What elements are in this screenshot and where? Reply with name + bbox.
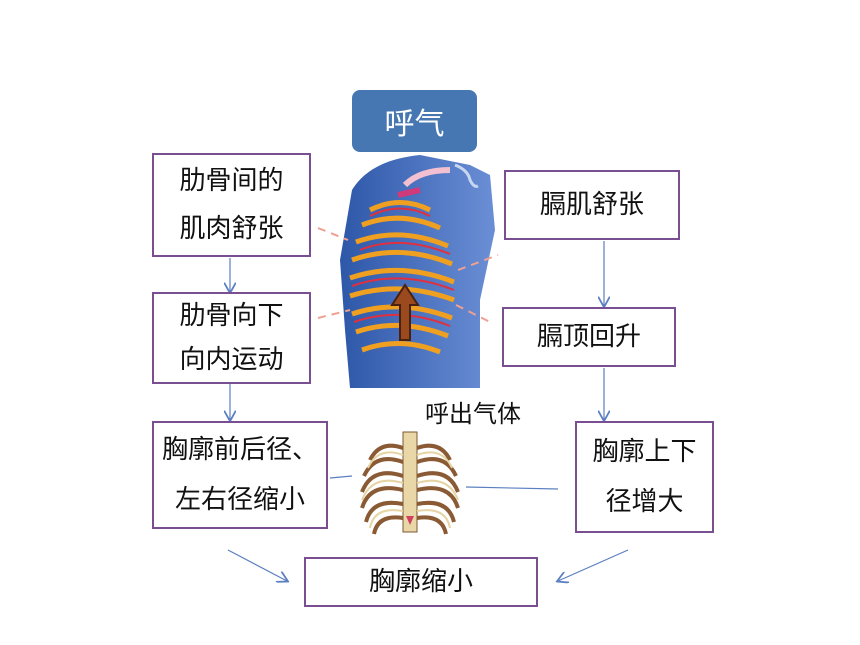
arrow-right-to-result <box>558 549 629 581</box>
box-chest-vertical: 胸廓上下 径增大 <box>575 421 714 533</box>
box-chest-horizontal-shrink: 胸廓前后径、 左右径缩小 <box>152 421 328 529</box>
box-ribs-move: 肋骨向下 向内运动 <box>152 292 311 384</box>
box-line: 肌肉舒张 <box>179 214 284 244</box>
box-line: 膈顶回升 <box>536 322 641 352</box>
arrow-left-to-result <box>227 549 287 581</box>
title-badge: 呼气 <box>352 90 477 152</box>
box-line: 胸廓上下 <box>592 437 697 467</box>
box-line: 肋骨向下 <box>179 301 284 331</box>
exhale-caption: 呼出气体 <box>425 400 521 428</box>
connectors <box>227 241 629 581</box>
box-diaphragm-relax: 膈肌舒张 <box>504 170 680 240</box>
box-diaphragm-rise: 膈顶回升 <box>502 307 676 367</box>
link-right-to-ribcage <box>465 486 559 490</box>
box-line: 胸廓前后径、 <box>161 435 318 465</box>
link-left-to-ribcage <box>329 475 353 479</box>
box-line: 向内运动 <box>179 345 284 375</box>
box-line: 左右径缩小 <box>174 485 305 515</box>
ribcage-illustration <box>360 431 460 535</box>
box-line: 径增大 <box>605 487 684 517</box>
thorax-side-illustration <box>317 155 499 388</box>
box-chest-shrink-result: 胸廓缩小 <box>304 557 538 607</box>
box-line: 肋骨间的 <box>179 166 284 196</box>
box-intercostal-relax: 肋骨间的 肌肉舒张 <box>152 153 311 257</box>
box-line: 膈肌舒张 <box>539 190 644 220</box>
title-text: 呼气 <box>384 107 445 142</box>
box-line: 胸廓缩小 <box>368 567 473 597</box>
